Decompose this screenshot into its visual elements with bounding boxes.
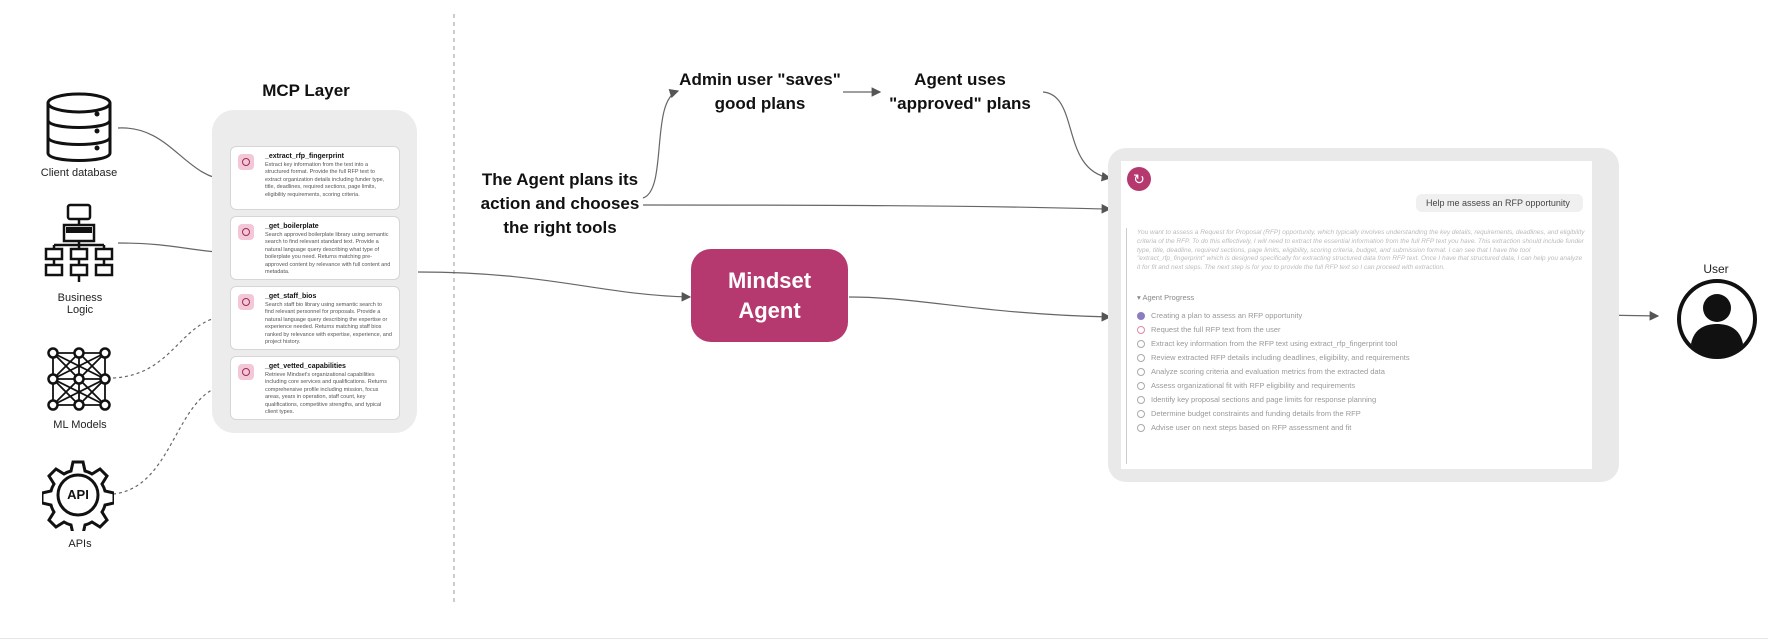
arrow-plans-to-ui	[642, 204, 1112, 214]
tool-card-get-staff-bios[interactable]: _get_staff_bios Search staff bio library…	[230, 286, 400, 350]
source-label-client-database: Client database	[40, 167, 118, 179]
step-label: Assess organizational fit with RFP eligi…	[1151, 381, 1356, 390]
tool-card-extract-rfp-fingerprint[interactable]: _extract_rfp_fingerprint Extract key inf…	[230, 146, 400, 210]
agent-ui-frame: ↻ Help me assess an RFP opportunity You …	[1108, 148, 1619, 482]
progress-step: Assess organizational fit with RFP eligi…	[1137, 379, 1587, 393]
step-status-icon	[1137, 396, 1145, 404]
step-status-icon	[1137, 368, 1145, 376]
agent-progress-title[interactable]: ▾ Agent Progress	[1137, 293, 1195, 302]
step-label: Creating a plan to assess an RFP opportu…	[1151, 311, 1303, 320]
progress-step: Extract key information from the RFP tex…	[1137, 337, 1587, 351]
tool-icon	[238, 224, 254, 240]
source-apis: API	[40, 459, 116, 536]
progress-step: Analyze scoring criteria and evaluation …	[1137, 365, 1587, 379]
source-label-business-logic: Business Logic	[57, 292, 103, 316]
step-label: Extract key information from the RFP tex…	[1151, 339, 1398, 348]
user-avatar-icon	[1676, 278, 1758, 360]
step-label: Analyze scoring criteria and evaluation …	[1151, 367, 1385, 376]
tool-name: _extract_rfp_fingerprint	[265, 153, 344, 160]
tool-description: Retrieve Mindset's organizational capabi…	[265, 372, 387, 416]
progress-step: Advise user on next steps based on RFP a…	[1137, 421, 1587, 435]
step-status-icon	[1137, 424, 1145, 432]
progress-step: Review extracted RFP details including d…	[1137, 351, 1587, 365]
tool-description: Extract key information from the text in…	[265, 162, 385, 198]
database-icon	[46, 92, 112, 162]
agent-progress-label: Agent Progress	[1142, 293, 1195, 302]
step-status-icon	[1137, 326, 1145, 334]
tool-name: _get_staff_bios	[265, 293, 317, 300]
arrow-mcp-to-agent	[417, 271, 692, 302]
step-status-icon	[1137, 382, 1145, 390]
api-gear-icon	[40, 460, 116, 536]
step-label: Identify key proposal sections and page …	[1151, 395, 1377, 404]
tool-description: Search approved boilerplate library usin…	[265, 232, 391, 276]
progress-step: Creating a plan to assess an RFP opportu…	[1137, 309, 1587, 323]
arrow-plans-to-admin	[642, 89, 680, 199]
progress-step: Request the full RFP text from the user	[1137, 323, 1587, 337]
refresh-icon[interactable]: ↻	[1127, 167, 1151, 191]
label-admin-saves: Admin user "saves" good plans	[679, 70, 841, 113]
source-label-apis: APIs	[68, 538, 92, 550]
bottom-border	[0, 638, 1768, 639]
tool-card-get-boilerplate[interactable]: _get_boilerplate Search approved boilerp…	[230, 216, 400, 280]
user-label: User	[1703, 262, 1729, 276]
step-label: Determine budget constraints and funding…	[1151, 409, 1361, 418]
progress-step: Determine budget constraints and funding…	[1137, 407, 1587, 421]
tool-icon	[238, 154, 254, 170]
tool-name: _get_vetted_capabilities	[265, 363, 346, 370]
tool-card-get-vetted-capabilities[interactable]: _get_vetted_capabilities Retrieve Mindse…	[230, 356, 400, 420]
step-status-icon	[1137, 410, 1145, 418]
source-ml-models	[47, 347, 111, 411]
arrow-api-to-mcp	[112, 381, 230, 495]
arrow-approved-to-ui	[1042, 91, 1112, 182]
tool-name: _get_boilerplate	[265, 223, 319, 230]
step-status-icon	[1137, 354, 1145, 362]
step-label: Review extracted RFP details including d…	[1151, 353, 1410, 362]
tool-icon	[238, 364, 254, 380]
mindset-agent-box: Mindset Agent	[691, 249, 848, 342]
arrow-agent-to-ui	[848, 296, 1112, 322]
source-label-ml-models: ML Models	[53, 419, 107, 431]
label-agent-plans: The Agent plans its action and chooses t…	[480, 170, 640, 237]
agent-progress-steps: Creating a plan to assess an RFP opportu…	[1137, 309, 1587, 435]
progress-step: Identify key proposal sections and page …	[1137, 393, 1587, 407]
agent-ui-screen: ↻ Help me assess an RFP opportunity You …	[1121, 161, 1592, 469]
step-label: Request the full RFP text from the user	[1151, 325, 1281, 334]
arrow-ml-to-mcp	[112, 311, 230, 379]
source-business-logic	[44, 203, 114, 283]
api-badge-text: API	[67, 487, 89, 502]
label-agent-uses-approved: Agent uses "approved" plans	[889, 70, 1031, 113]
flowchart-icon	[44, 203, 114, 282]
tool-icon	[238, 294, 254, 310]
step-status-icon	[1137, 340, 1145, 348]
neural-network-icon	[47, 347, 111, 411]
step-label: Advise user on next steps based on RFP a…	[1151, 423, 1352, 432]
reply-rule	[1126, 228, 1127, 464]
source-client-database	[40, 90, 118, 170]
mcp-layer-panel: _extract_rfp_fingerprint Extract key inf…	[212, 110, 417, 433]
step-status-icon	[1137, 312, 1145, 320]
agent-reply-text: You want to assess a Request for Proposa…	[1137, 229, 1585, 272]
tool-description: Search staff bio library using semantic …	[265, 302, 392, 346]
user-message-bubble: Help me assess an RFP opportunity	[1416, 194, 1583, 212]
mcp-layer-title: MCP Layer	[262, 81, 350, 100]
